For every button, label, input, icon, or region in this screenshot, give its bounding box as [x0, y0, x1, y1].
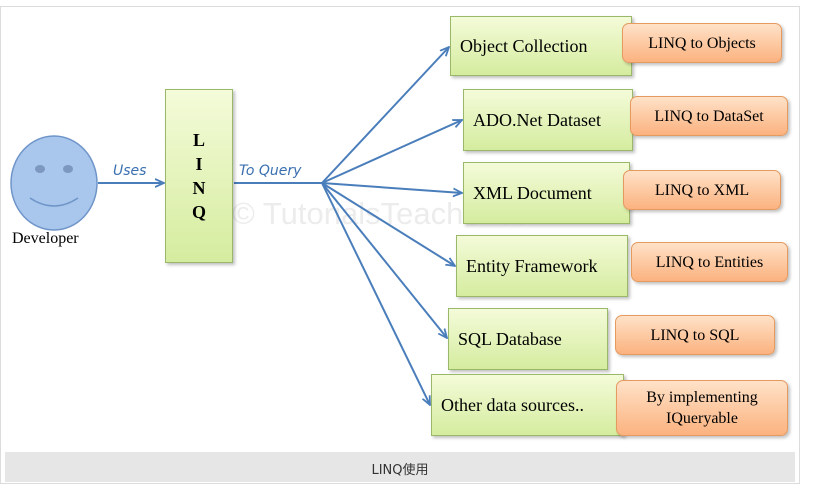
source-box-entity-framework: Entity Framework	[456, 235, 628, 297]
linq-box: L I N Q	[165, 89, 233, 263]
source-box-sql-database: SQL Database	[448, 308, 608, 370]
provider-linq-to-sql: LINQ to SQL	[615, 315, 775, 355]
arrow-object-collection	[321, 47, 449, 184]
provider-linq-to-dataset: LINQ to DataSet	[630, 96, 788, 136]
query-arrows	[321, 47, 462, 405]
linq-letter: Q	[191, 202, 206, 222]
face-smile	[29, 197, 79, 207]
linq-letter: I	[195, 154, 203, 174]
arrow-xml-document	[321, 182, 462, 193]
developer-label: Developer	[12, 230, 79, 247]
to-query-label: To Query	[239, 163, 302, 179]
arrow-sql-database	[321, 182, 447, 338]
source-box-xml-document: XML Document	[463, 162, 630, 224]
face-eye-left	[35, 165, 45, 173]
source-box-ado-dataset: ADO.Net Dataset	[463, 89, 633, 151]
provider-linq-to-objects: LINQ to Objects	[622, 23, 782, 63]
provider-iqueryable: By implementing IQueryable	[616, 380, 788, 436]
linq-letter: L	[192, 130, 205, 150]
arrow-other-sources	[321, 182, 430, 405]
arrow-entity-framework	[321, 182, 455, 266]
source-box-object-collection: Object Collection	[450, 16, 632, 76]
provider-linq-to-xml: LINQ to XML	[623, 170, 781, 210]
uses-label: Uses	[113, 163, 147, 179]
linq-letter: N	[192, 178, 206, 198]
arrow-ado-dataset	[321, 119, 462, 184]
provider-linq-to-entities: LINQ to Entities	[631, 242, 788, 282]
developer-face-icon	[10, 135, 98, 231]
face-eye-right	[63, 165, 73, 173]
source-box-other-sources: Other data sources..	[431, 374, 624, 436]
caption-bar: LINQ使用	[5, 452, 795, 482]
figure-caption: LINQ使用	[371, 463, 429, 478]
